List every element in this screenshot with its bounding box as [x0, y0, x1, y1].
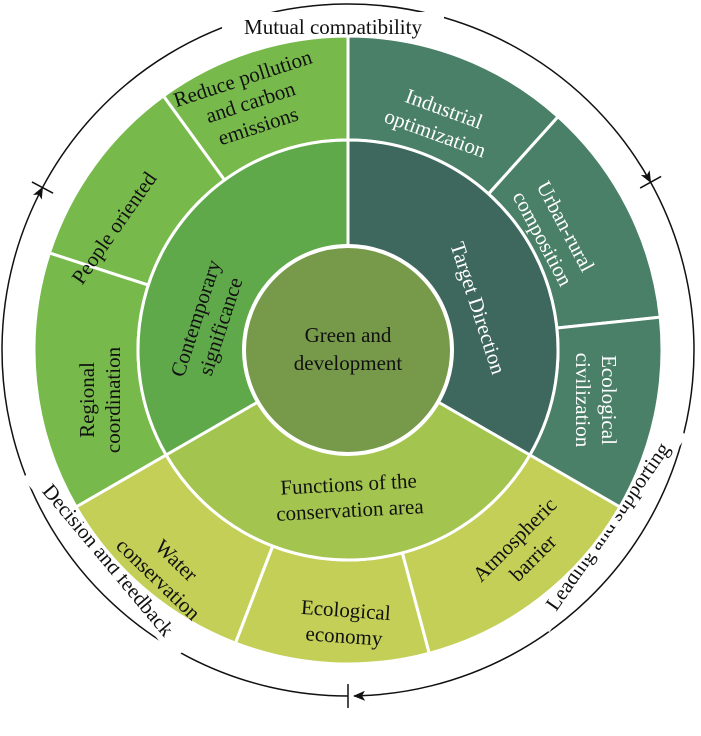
outer-label-regional-coordination-line-1: Regional: [75, 362, 99, 438]
cycle-arrow-top: [41, 3, 652, 188]
outer-label-ecological-civilization-line-2: civilization: [571, 353, 595, 448]
center-label-line-2: development: [294, 351, 403, 375]
inner-ring: [136, 138, 560, 562]
outer-label-regional-coordination: Regional coordination: [75, 346, 125, 453]
cycle-tick-left: [31, 181, 54, 194]
center-label: Green and development: [294, 323, 403, 375]
cycle-arrow-right: [353, 181, 695, 701]
outer-label-ecological-civilization: Ecological civilization: [571, 353, 621, 448]
outer-label-ecological-civilization-line-1: Ecological: [597, 355, 621, 445]
outer-label-regional-coordination-line-2: coordination: [101, 346, 125, 453]
center-circle: [242, 244, 454, 456]
outer-label-ecological-economy-line-2: economy: [305, 621, 384, 650]
cycle-tick-right: [639, 175, 662, 189]
cycle-arrows: [1, 3, 695, 708]
cycle-arrow-left: [1, 186, 349, 697]
center-label-line-1: Green and: [305, 323, 392, 347]
